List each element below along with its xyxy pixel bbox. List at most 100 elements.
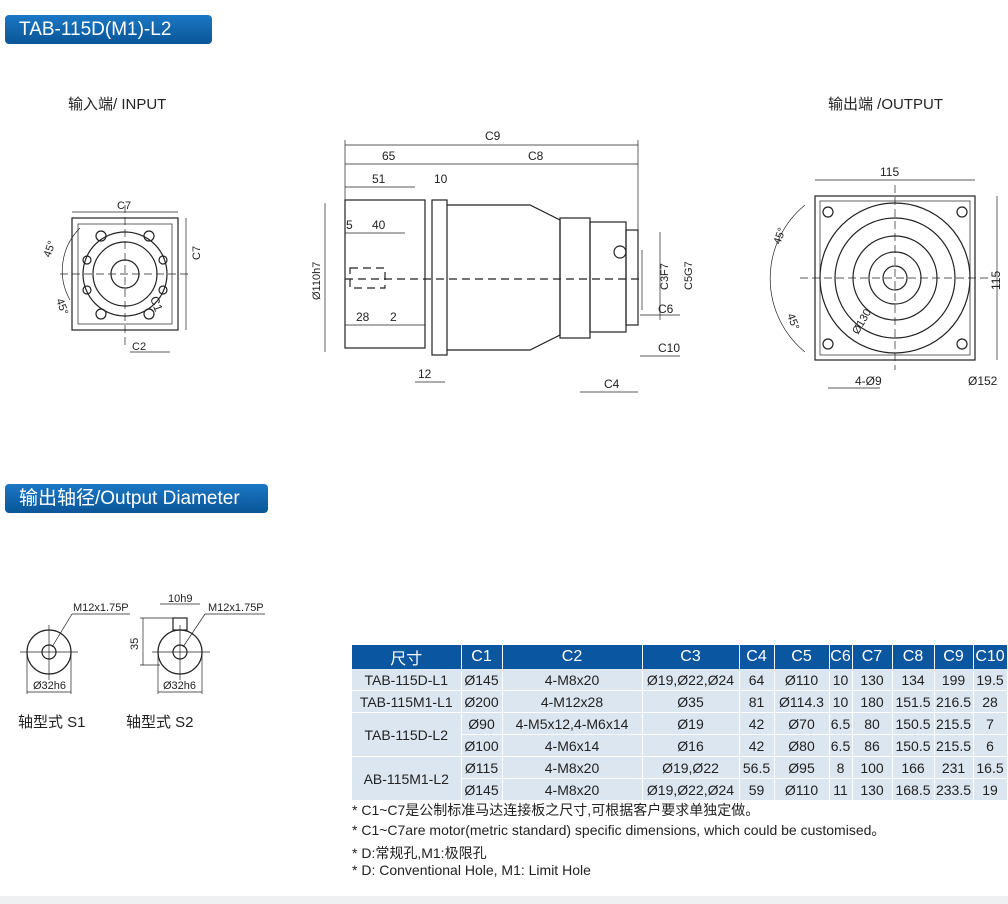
note-2: * C1~C7are motor(metric standard) specif… bbox=[352, 822, 886, 838]
value-cell: 42 bbox=[739, 712, 775, 735]
value-cell: Ø200 bbox=[461, 690, 503, 713]
header-cell: 尺寸 bbox=[352, 645, 462, 669]
value-cell: 4-M8x20 bbox=[502, 778, 643, 801]
output-flange-view: 115 115 45° 45° Ø130 4-Ø9 Ø152 bbox=[769, 165, 1003, 389]
dim-115-side: 115 bbox=[989, 271, 1003, 290]
value-cell: Ø90 bbox=[461, 712, 503, 735]
value-cell: Ø19,Ø22,Ø24 bbox=[642, 778, 740, 801]
dim-40: 40 bbox=[372, 218, 386, 232]
header-cell: C8 bbox=[892, 645, 935, 669]
dim-angle-2: 45° bbox=[53, 297, 70, 317]
value-cell: Ø80 bbox=[774, 734, 830, 757]
value-cell: 4-M6x14 bbox=[502, 734, 643, 757]
shaft-drawings: M12x1.75P Ø32h6 轴型式 S1 10h9 M12x1.75P 35… bbox=[18, 593, 265, 730]
model-cell: AB-115M1-L2 bbox=[352, 756, 462, 801]
value-cell: 56.5 bbox=[739, 756, 775, 779]
dim-c9: C9 bbox=[485, 129, 501, 143]
value-cell: 150.5 bbox=[892, 712, 935, 735]
value-cell: 6.5 bbox=[829, 712, 853, 735]
dim-2: 2 bbox=[390, 310, 397, 324]
header-cell: C9 bbox=[934, 645, 974, 669]
dim-c7-side: C7 bbox=[191, 246, 203, 260]
value-cell: 100 bbox=[852, 756, 893, 779]
model-cell: TAB-115M1-L1 bbox=[352, 690, 462, 713]
value-cell: 28 bbox=[973, 690, 1008, 713]
footer-strip bbox=[0, 896, 1008, 904]
dim-12: 12 bbox=[418, 367, 432, 381]
value-cell: Ø100 bbox=[461, 734, 503, 757]
value-cell: Ø95 bbox=[774, 756, 830, 779]
dimension-drawings: C7 C7 C1 C2 45° 45° bbox=[42, 129, 1003, 393]
value-cell: 199 bbox=[934, 669, 974, 691]
value-cell: Ø145 bbox=[461, 669, 503, 691]
dim-115-top: 115 bbox=[880, 165, 899, 179]
header-cell: C1 bbox=[461, 645, 503, 669]
value-cell: Ø16 bbox=[642, 734, 740, 757]
dim-5: 5 bbox=[346, 218, 353, 232]
s2-diameter: Ø32h6 bbox=[163, 680, 196, 692]
dim-c2: C2 bbox=[132, 341, 146, 353]
dim-c6: C6 bbox=[658, 302, 674, 316]
value-cell: Ø110 bbox=[774, 778, 830, 801]
value-cell: Ø70 bbox=[774, 712, 830, 735]
value-cell: Ø110 bbox=[774, 669, 830, 691]
dim-152: Ø152 bbox=[968, 374, 998, 388]
output-label: 输出端 /OUTPUT bbox=[828, 96, 943, 113]
dim-angle-b: 45° bbox=[784, 312, 801, 332]
header-cell: C4 bbox=[739, 645, 775, 669]
value-cell: 6.5 bbox=[829, 734, 853, 757]
s2-thread: M12x1.75P bbox=[208, 602, 264, 614]
value-cell: 10 bbox=[829, 690, 853, 713]
value-cell: Ø19,Ø22 bbox=[642, 756, 740, 779]
header-cell: C3 bbox=[642, 645, 740, 669]
input-label: 输入端/ INPUT bbox=[68, 96, 167, 113]
value-cell: 59 bbox=[739, 778, 775, 801]
value-cell: 42 bbox=[739, 734, 775, 757]
side-view: C9 65 C8 51 10 5 40 Ø110h7 28 2 12 C3F7 … bbox=[311, 129, 695, 393]
value-cell: Ø145 bbox=[461, 778, 503, 801]
value-cell: 86 bbox=[852, 734, 893, 757]
dim-28: 28 bbox=[356, 310, 370, 324]
dim-c1: C1 bbox=[147, 294, 166, 314]
dim-c5: C5G7 bbox=[683, 261, 695, 290]
note-1: * C1~C7是公制标准马达连接板之尺寸,可根据客户要求单独定做。 bbox=[352, 802, 760, 818]
value-cell: 4-M8x20 bbox=[502, 756, 643, 779]
model-cell: TAB-115D-L1 bbox=[352, 669, 462, 691]
value-cell: Ø115 bbox=[461, 756, 503, 779]
value-cell: 4-M5x12,4-M6x14 bbox=[502, 712, 643, 735]
s2-caption: 轴型式 S2 bbox=[126, 714, 194, 730]
value-cell: 168.5 bbox=[892, 778, 935, 801]
value-cell: 233.5 bbox=[934, 778, 974, 801]
dim-c4: C4 bbox=[604, 377, 620, 391]
output-diameter-banner: 输出轴径/Output Diameter bbox=[5, 484, 268, 513]
model-title-banner: TAB-115D(M1)-L2 bbox=[5, 15, 212, 44]
model-cell: TAB-115D-L2 bbox=[352, 712, 462, 757]
shaft-s1: M12x1.75P Ø32h6 轴型式 S1 bbox=[18, 602, 130, 730]
shaft-s2: 10h9 M12x1.75P 35 Ø32h6 轴型式 S2 bbox=[126, 593, 265, 730]
value-cell: 166 bbox=[892, 756, 935, 779]
header-cell: C6 bbox=[829, 645, 853, 669]
value-cell: Ø35 bbox=[642, 690, 740, 713]
value-cell: 216.5 bbox=[934, 690, 974, 713]
dim-65: 65 bbox=[382, 149, 396, 163]
value-cell: 180 bbox=[852, 690, 893, 713]
value-cell: 130 bbox=[852, 669, 893, 691]
dim-c10: C10 bbox=[658, 341, 680, 355]
value-cell: 10 bbox=[829, 669, 853, 691]
value-cell: 11 bbox=[829, 778, 853, 801]
value-cell: 16.5 bbox=[973, 756, 1008, 779]
s2-key: 10h9 bbox=[168, 593, 192, 605]
value-cell: Ø19 bbox=[642, 712, 740, 735]
value-cell: 80 bbox=[852, 712, 893, 735]
dim-angle-a: 45° bbox=[772, 226, 789, 246]
value-cell: 64 bbox=[739, 669, 775, 691]
note-3: * D:常规孔,M1:极限孔 bbox=[352, 845, 487, 861]
value-cell: 6 bbox=[973, 734, 1008, 757]
dim-c7-top: C7 bbox=[117, 200, 131, 212]
dimension-table: 尺寸 C1 C2 C3 C4 C5 C6 C7 C8 C9 C10 TAB-11… bbox=[352, 645, 1008, 801]
value-cell: Ø114.3 bbox=[774, 690, 830, 713]
value-cell: 4-M12x28 bbox=[502, 690, 643, 713]
